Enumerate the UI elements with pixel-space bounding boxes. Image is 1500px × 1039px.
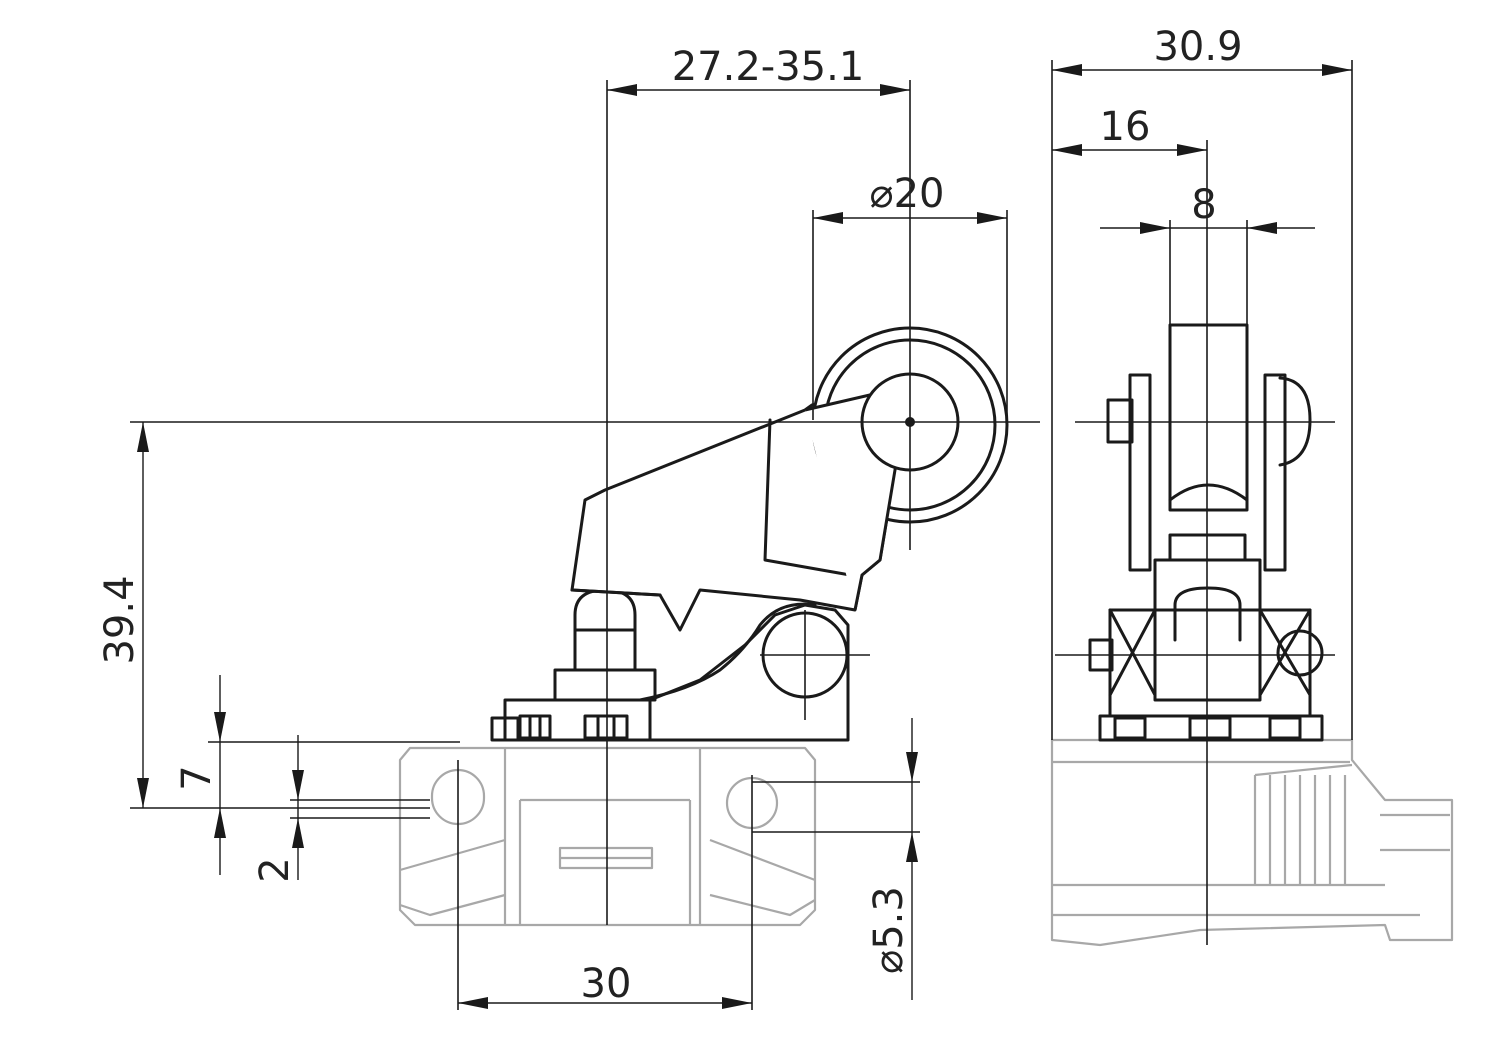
dimension-labels: 27.2-35.1 ⌀20 30.9 16 8 39.4 7 2 30 ⌀5.3: [97, 24, 1243, 1007]
dim-hole-diameter: ⌀5.3: [866, 886, 912, 974]
dim-hole-offset: 2: [252, 857, 298, 882]
dim-hole-pitch: 30: [581, 961, 632, 1007]
dim-total-width: 30.9: [1153, 24, 1242, 70]
front-view: [1050, 323, 1454, 947]
dim-offset-range: 27.2-35.1: [672, 44, 865, 90]
dim-roller-diameter: ⌀20: [870, 171, 945, 217]
dim-roller-width: 8: [1191, 182, 1216, 228]
center-lines: [130, 60, 1353, 1010]
dim-base-height: 7: [174, 765, 220, 790]
dimension-lines: [137, 64, 1352, 1009]
dim-height: 39.4: [97, 575, 143, 664]
side-view-switch: [490, 326, 1009, 742]
dim-axis-offset: 16: [1100, 104, 1151, 150]
